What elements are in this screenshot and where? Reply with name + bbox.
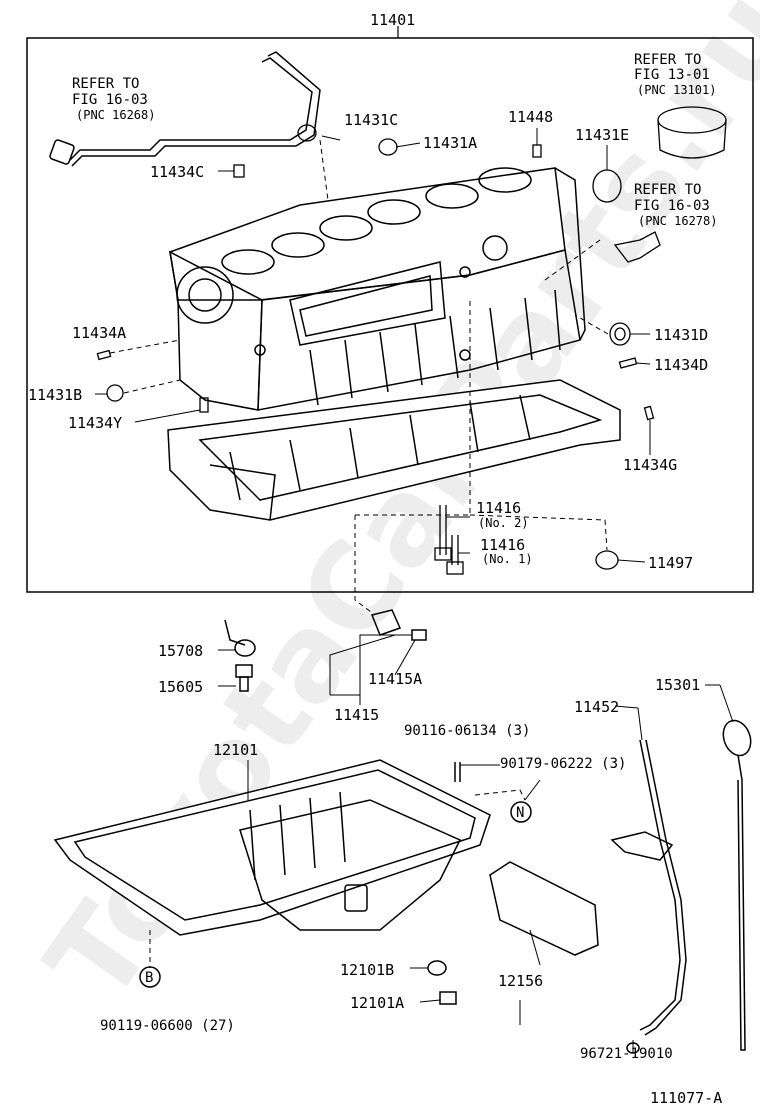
label-90116-06134: 90116-06134 (3)	[404, 723, 530, 739]
crankcase-stiffener-drawing	[167, 379, 621, 521]
cylinder-block-drawing	[169, 167, 586, 411]
label-11431E: 11431E	[575, 126, 629, 144]
ref-note-16268-line1: REFER TO	[72, 76, 139, 92]
marker-n: N	[516, 805, 524, 821]
label-90179-06222: 90179-06222 (3)	[500, 756, 626, 772]
ref-note-13101-line2: FIG 13-01	[634, 67, 710, 83]
label-11431B: 11431B	[28, 386, 82, 404]
lower-parts-drawing	[53, 609, 752, 1054]
label-11434D: 11434D	[654, 356, 708, 374]
label-12156: 12156	[498, 972, 543, 990]
part-labels: REFER TO FIG 16-03 (PNC 16268) REFER TO …	[28, 52, 722, 1107]
label-11431C: 11431C	[344, 111, 398, 129]
figure-id: 111077-A	[650, 1089, 722, 1107]
ref-note-13101-line3: (PNC 13101)	[637, 83, 716, 97]
label-11434A: 11434A	[72, 324, 126, 342]
ref-note-13101-line1: REFER TO	[634, 52, 701, 68]
marker-b: B	[145, 970, 153, 986]
label-15301: 15301	[655, 676, 700, 694]
ref-note-16278-line2: FIG 16-03	[634, 198, 710, 214]
label-96721-19010: 96721-19010	[580, 1046, 673, 1062]
label-11431A: 11431A	[423, 134, 477, 152]
label-11452: 11452	[574, 698, 619, 716]
label-15605: 15605	[158, 678, 203, 696]
label-12101B: 12101B	[340, 961, 394, 979]
label-11416-no1: 11416	[480, 536, 525, 554]
assembly-frame	[26, 37, 754, 593]
label-11416-no2: 11416	[476, 499, 521, 517]
label-11434C: 11434C	[150, 163, 204, 181]
label-11416-no1-sub: (No. 1)	[482, 552, 533, 566]
ref-note-16268-line3: (PNC 16268)	[76, 108, 155, 122]
label-11416-no2-sub: (No. 2)	[478, 516, 529, 530]
ref-note-16278-line1: REFER TO	[634, 182, 701, 198]
label-90119-06600: 90119-06600 (27)	[100, 1018, 235, 1034]
label-11434Y: 11434Y	[68, 414, 122, 432]
label-11497: 11497	[648, 554, 693, 572]
ref-note-16268-line2: FIG 16-03	[72, 92, 148, 108]
ref-note-16278-line3: (PNC 16278)	[638, 214, 717, 228]
label-12101A: 12101A	[350, 994, 404, 1012]
label-11448: 11448	[508, 108, 553, 126]
label-11415: 11415	[334, 706, 379, 724]
dashed-leaders	[109, 139, 609, 968]
label-11401: 11401	[370, 11, 415, 29]
leader-lines	[95, 128, 734, 1053]
pipe-part-drawing	[49, 51, 321, 167]
label-11415A: 11415A	[368, 670, 422, 688]
label-11434G: 11434G	[623, 456, 677, 474]
label-15708: 15708	[158, 642, 203, 660]
label-11431D: 11431D	[654, 326, 708, 344]
label-12101: 12101	[213, 741, 258, 759]
